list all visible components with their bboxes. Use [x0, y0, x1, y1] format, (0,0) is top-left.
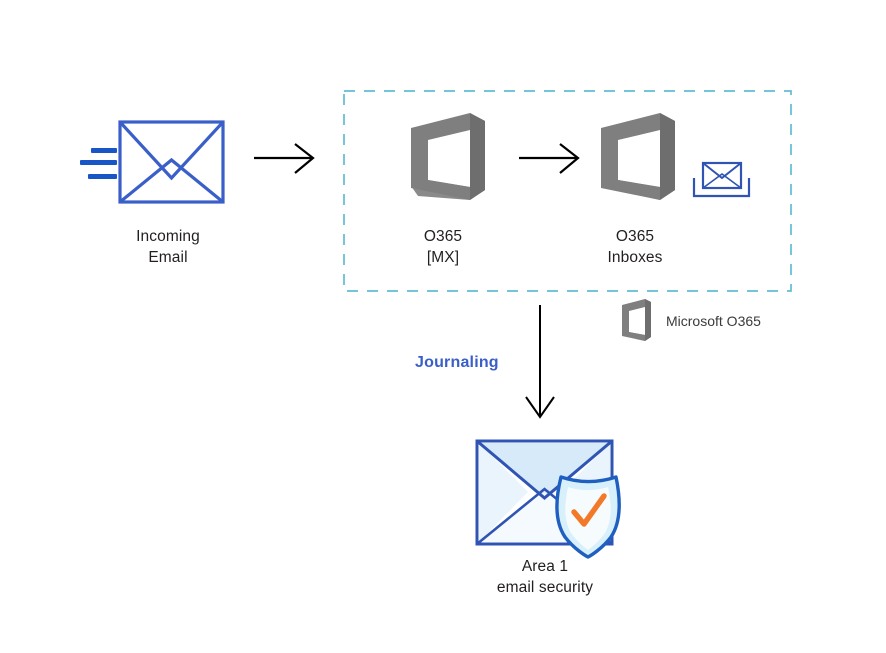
incoming-email-label-line1: Incoming [136, 228, 200, 245]
o365-boundary-group [343, 90, 792, 292]
area1-label-line1: Area 1 [521, 558, 569, 575]
arrow-incoming-to-mx [254, 143, 315, 174]
office-365-door-icon-inboxes [601, 113, 675, 200]
o365-mx-label-line2: [MX] [426, 249, 460, 266]
incoming-envelope-icon [118, 120, 225, 204]
incoming-email-label-line2: Email [148, 249, 188, 266]
speed-lines-icon [80, 148, 117, 179]
journaling-connector-label: Journaling [415, 354, 499, 371]
o365-mx-label: O365 [MX] [368, 226, 518, 268]
o365-inboxes-label-line2: Inboxes [607, 249, 663, 266]
o365-mx-label-line1: O365 [423, 228, 463, 245]
arrow-mx-to-inboxes [519, 143, 580, 174]
legend-label: Microsoft O365 [666, 313, 761, 329]
office-365-door-icon-mx [411, 113, 485, 200]
area1-label: Area 1 email security [465, 556, 625, 598]
o365-inboxes-label-line1: O365 [615, 228, 655, 245]
arrow-journaling-down [525, 305, 555, 419]
area1-label-line2: email security [496, 579, 594, 596]
inbox-tray-envelope-icon [692, 161, 751, 198]
area1-envelope-shield-icon [475, 439, 621, 559]
legend-office-365-door-icon [622, 299, 651, 341]
